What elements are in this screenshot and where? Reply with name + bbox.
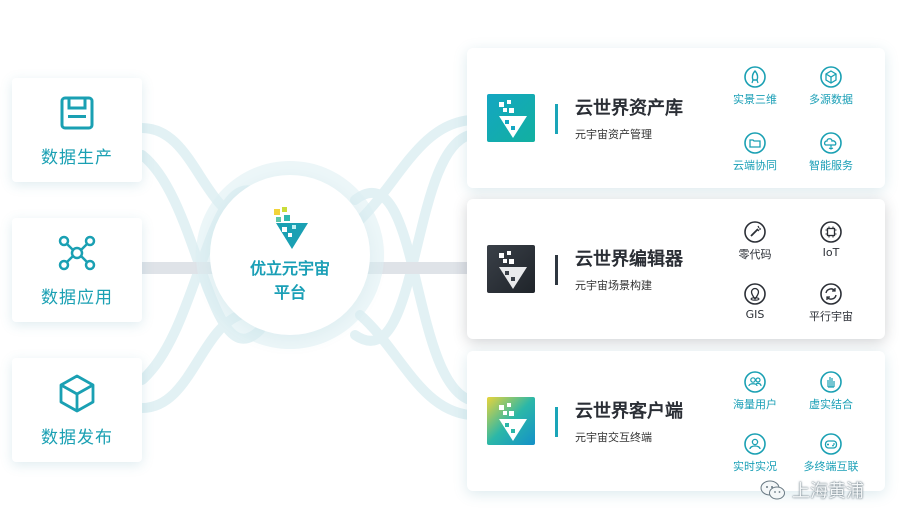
save-icon bbox=[60, 96, 94, 129]
cube-icon bbox=[59, 374, 95, 412]
feature-item[interactable]: 多终端互联 bbox=[791, 433, 871, 474]
feature-item[interactable]: 海量用户 bbox=[715, 371, 795, 412]
feature-item[interactable]: 虚实结合 bbox=[791, 371, 871, 412]
product-title: 云世界编辑器 bbox=[575, 249, 683, 270]
feature-label: 海量用户 bbox=[733, 398, 777, 411]
feature-label: 智能服务 bbox=[809, 159, 853, 172]
left-card-label: 数据应用 bbox=[41, 287, 113, 308]
platform-title-line1: 优立元宇宙 bbox=[249, 259, 330, 278]
product-title: 云世界资产库 bbox=[575, 98, 683, 119]
watermark-text: 上海黄浦 bbox=[792, 481, 864, 502]
feature-label: 实时实况 bbox=[733, 460, 777, 473]
left-card-data-publish[interactable]: 数据发布 bbox=[12, 358, 142, 462]
feature-label: 云端协同 bbox=[733, 159, 777, 172]
feature-label: 多源数据 bbox=[809, 93, 853, 106]
feature-item[interactable]: 平行宇宙 bbox=[791, 283, 871, 324]
feature-label: 多终端互联 bbox=[803, 460, 859, 473]
watermark: 上海黄浦 bbox=[760, 477, 864, 503]
product-card-client[interactable]: 云世界客户端 元宇宙交互终端 海量用户 虚实结合 实时实况 bbox=[467, 351, 885, 491]
sync-arrows-icon bbox=[820, 283, 842, 305]
product-title: 云世界客户端 bbox=[575, 401, 683, 422]
feature-item[interactable]: IoT bbox=[791, 221, 871, 259]
product-card-editor[interactable]: 云世界编辑器 元宇宙场景构建 零代码 IoT GIS 平行宇宙 bbox=[467, 199, 885, 339]
product-subtitle: 元宇宙场景构建 bbox=[575, 279, 652, 292]
product-subtitle: 元宇宙资产管理 bbox=[575, 128, 652, 141]
feature-label: 虚实结合 bbox=[809, 398, 853, 411]
map-pin-icon bbox=[744, 283, 766, 305]
platform-hub[interactable]: 优立元宇宙 平台 bbox=[210, 175, 370, 335]
product-divider bbox=[555, 407, 558, 437]
client-logo-icon bbox=[487, 397, 535, 445]
left-card-label: 数据生产 bbox=[41, 147, 113, 168]
left-card-data-application[interactable]: 数据应用 bbox=[12, 218, 142, 322]
feature-label: 实景三维 bbox=[733, 93, 777, 106]
feature-label: 平行宇宙 bbox=[809, 310, 853, 323]
folder-icon bbox=[744, 132, 766, 154]
feature-label: IoT bbox=[822, 246, 840, 259]
feature-item[interactable]: 实景三维 bbox=[715, 66, 795, 107]
product-card-asset-library[interactable]: 云世界资产库 元宇宙资产管理 实景三维 多源数据 云端协同 智能服务 bbox=[467, 48, 885, 188]
users-icon bbox=[744, 371, 766, 393]
gamepad-icon bbox=[820, 433, 842, 455]
person-icon bbox=[744, 433, 766, 455]
feature-item[interactable]: 云端协同 bbox=[715, 132, 795, 173]
cloud-share-icon bbox=[820, 132, 842, 154]
product-divider bbox=[555, 255, 558, 285]
left-card-data-production[interactable]: 数据生产 bbox=[12, 78, 142, 182]
asset-library-logo-icon bbox=[487, 94, 535, 142]
pixel-triangle-logo-icon bbox=[274, 207, 308, 249]
box-icon bbox=[820, 66, 842, 88]
feature-item[interactable]: 零代码 bbox=[715, 221, 795, 262]
feature-label: 零代码 bbox=[738, 248, 772, 261]
chip-icon bbox=[820, 221, 842, 243]
feature-item[interactable]: 智能服务 bbox=[791, 132, 871, 173]
rocket-icon bbox=[744, 66, 766, 88]
left-card-label: 数据发布 bbox=[41, 427, 113, 448]
network-nodes-icon bbox=[58, 235, 96, 270]
wechat-icon bbox=[760, 480, 785, 500]
feature-item[interactable]: 多源数据 bbox=[791, 66, 871, 107]
hand-icon bbox=[820, 371, 842, 393]
platform-title-line2: 平台 bbox=[273, 283, 306, 302]
feature-item[interactable]: 实时实况 bbox=[715, 433, 795, 474]
product-divider bbox=[555, 104, 558, 134]
editor-logo-icon bbox=[487, 245, 535, 293]
feature-label: GIS bbox=[745, 308, 765, 321]
feature-item[interactable]: GIS bbox=[715, 283, 795, 321]
product-subtitle: 元宇宙交互终端 bbox=[575, 431, 652, 444]
magic-wand-icon bbox=[744, 221, 766, 243]
